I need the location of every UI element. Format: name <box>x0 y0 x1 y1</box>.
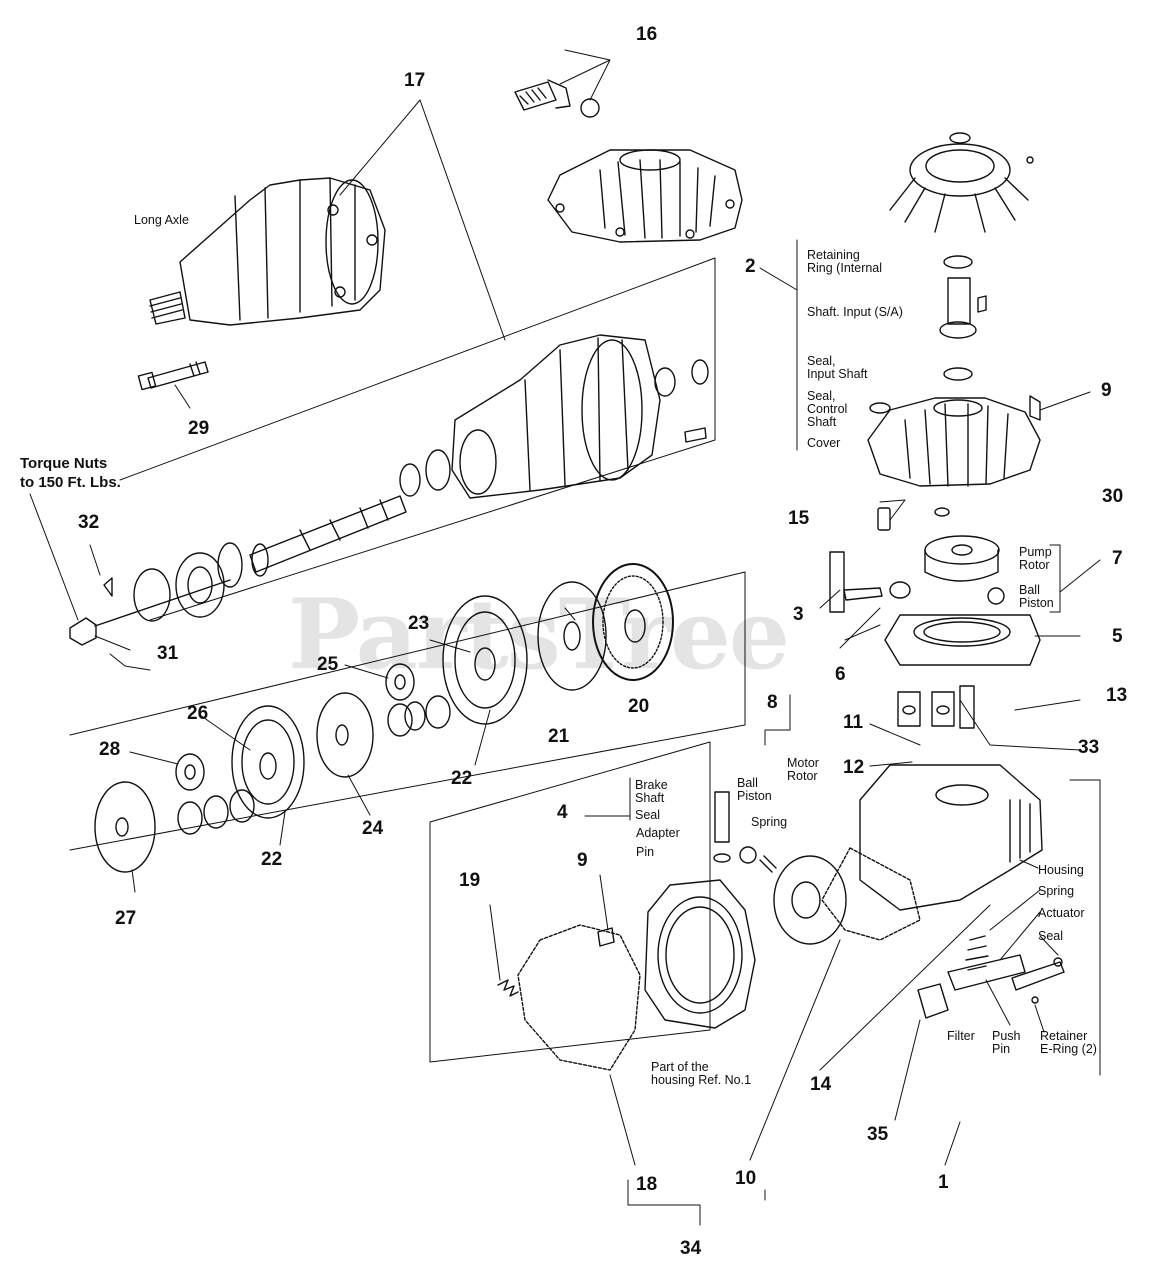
cover-part <box>867 395 1041 487</box>
ref-number: 29 <box>188 418 210 439</box>
retaining-ring-part <box>943 255 973 269</box>
callout-label: Ball Piston <box>1019 583 1054 610</box>
ref-number: 3 <box>793 604 804 625</box>
upper-cover-part <box>547 149 743 243</box>
ref-number: 19 <box>459 870 481 891</box>
ref-number: 1 <box>938 1172 949 1193</box>
ref-number: 17 <box>404 70 426 91</box>
ref-number: 26 <box>187 703 209 724</box>
callout-label: Pump Rotor <box>1019 545 1052 572</box>
ref-number: 31 <box>157 643 179 664</box>
ring-housing-part <box>884 614 1041 666</box>
callout-label: Housing <box>1038 863 1084 877</box>
fitting-9-part <box>597 927 615 947</box>
ref-number: 13 <box>1106 685 1128 706</box>
callout-label: Shaft. Input (S/A) <box>807 305 903 319</box>
callout-label: Retainer E-Ring (2) <box>1040 1029 1097 1056</box>
callout-label: Spring <box>1038 884 1075 898</box>
adapter-plate-part <box>644 791 756 1029</box>
ref-number: 18 <box>636 1174 658 1195</box>
long-axle-assembly-part <box>149 177 386 326</box>
ref-number: 30 <box>1102 486 1124 507</box>
ref-number: 7 <box>1112 548 1123 569</box>
callout-label: Cover <box>807 436 841 450</box>
ref-number: 22 <box>261 849 283 870</box>
bolt-part <box>137 361 209 391</box>
callout-label: Part of the housing Ref. No.1 <box>651 1060 752 1087</box>
filter-group-part <box>917 935 1065 1019</box>
check-valve-group-part <box>897 691 955 727</box>
ref-number: 8 <box>767 692 778 713</box>
callout-label: Spring <box>751 815 788 829</box>
ref-number: 6 <box>835 664 846 685</box>
elbow-fitting-part <box>514 79 600 118</box>
control-shaft-seal-part <box>869 402 891 414</box>
ref-number: 27 <box>115 908 137 929</box>
callout-label: Motor Rotor <box>787 756 819 783</box>
callout-label: Adapter <box>636 826 680 840</box>
ref-number: 24 <box>362 818 384 839</box>
fan-pulley-part <box>889 132 1034 233</box>
ref-number: 25 <box>317 654 339 675</box>
ref-number: 32 <box>78 512 100 533</box>
bearing-group-part <box>69 542 243 646</box>
callout-label: Seal, Control Shaft <box>807 389 848 429</box>
callout-label: Long Axle <box>134 213 189 227</box>
control-shaft-part <box>829 551 911 613</box>
ref-number: 11 <box>843 712 864 733</box>
ref-number: 20 <box>628 696 650 717</box>
callout-label: Retaining Ring (Internal <box>807 248 883 275</box>
ref-number: 14 <box>810 1074 832 1095</box>
main-housing-part <box>859 764 1043 911</box>
ref-number: 16 <box>636 24 658 45</box>
ref-number: 22 <box>451 768 473 789</box>
ref-number: 35 <box>867 1124 889 1145</box>
ref-number: 5 <box>1112 626 1123 647</box>
leader-lines <box>29 49 1101 1226</box>
torque-note: Torque Nuts to 150 Ft. Lbs. <box>20 455 121 491</box>
ref-number: 2 <box>745 256 756 277</box>
gasket-18-part <box>517 924 641 1071</box>
pump-rotor-part <box>924 535 1005 605</box>
spring-19-part <box>497 979 519 997</box>
callout-label: Brake Shaft <box>635 778 668 805</box>
callout-label: Ball Piston <box>737 776 772 803</box>
brake-gear-group-part <box>94 563 674 873</box>
pin-15-part <box>877 507 891 531</box>
axle-shaft-part <box>249 449 451 577</box>
ref-number: 23 <box>408 613 430 634</box>
ref-number: 4 <box>557 802 568 823</box>
ref-number: 28 <box>99 739 121 760</box>
callout-label: Seal <box>1038 929 1064 943</box>
ref-number: 21 <box>548 726 570 747</box>
ref-number: 15 <box>788 508 810 529</box>
callout-label: Filter <box>947 1029 975 1043</box>
ref-number: 34 <box>680 1238 702 1259</box>
ref-number: 12 <box>843 757 865 778</box>
ref-number: 33 <box>1078 737 1100 758</box>
watermark: PartsTree <box>288 578 790 691</box>
axle-housing-part <box>451 334 709 499</box>
ref-number: 10 <box>735 1168 757 1189</box>
callout-label: Seal <box>635 808 661 822</box>
callout-label: Seal, Input Shaft <box>807 354 868 381</box>
dowel-13-part <box>959 685 975 729</box>
ref-number: 9 <box>1101 380 1112 401</box>
part-30 <box>934 507 950 517</box>
callout-label: Actuator <box>1038 906 1085 920</box>
motor-rotor-part <box>739 846 847 945</box>
ref-number: 9 <box>577 850 588 871</box>
gasket-10-part <box>821 847 921 941</box>
input-shaft-part <box>939 277 987 339</box>
callout-label: Push Pin <box>992 1029 1021 1056</box>
input-shaft-seal-part <box>943 367 973 381</box>
callout-label: Pin <box>636 845 655 859</box>
